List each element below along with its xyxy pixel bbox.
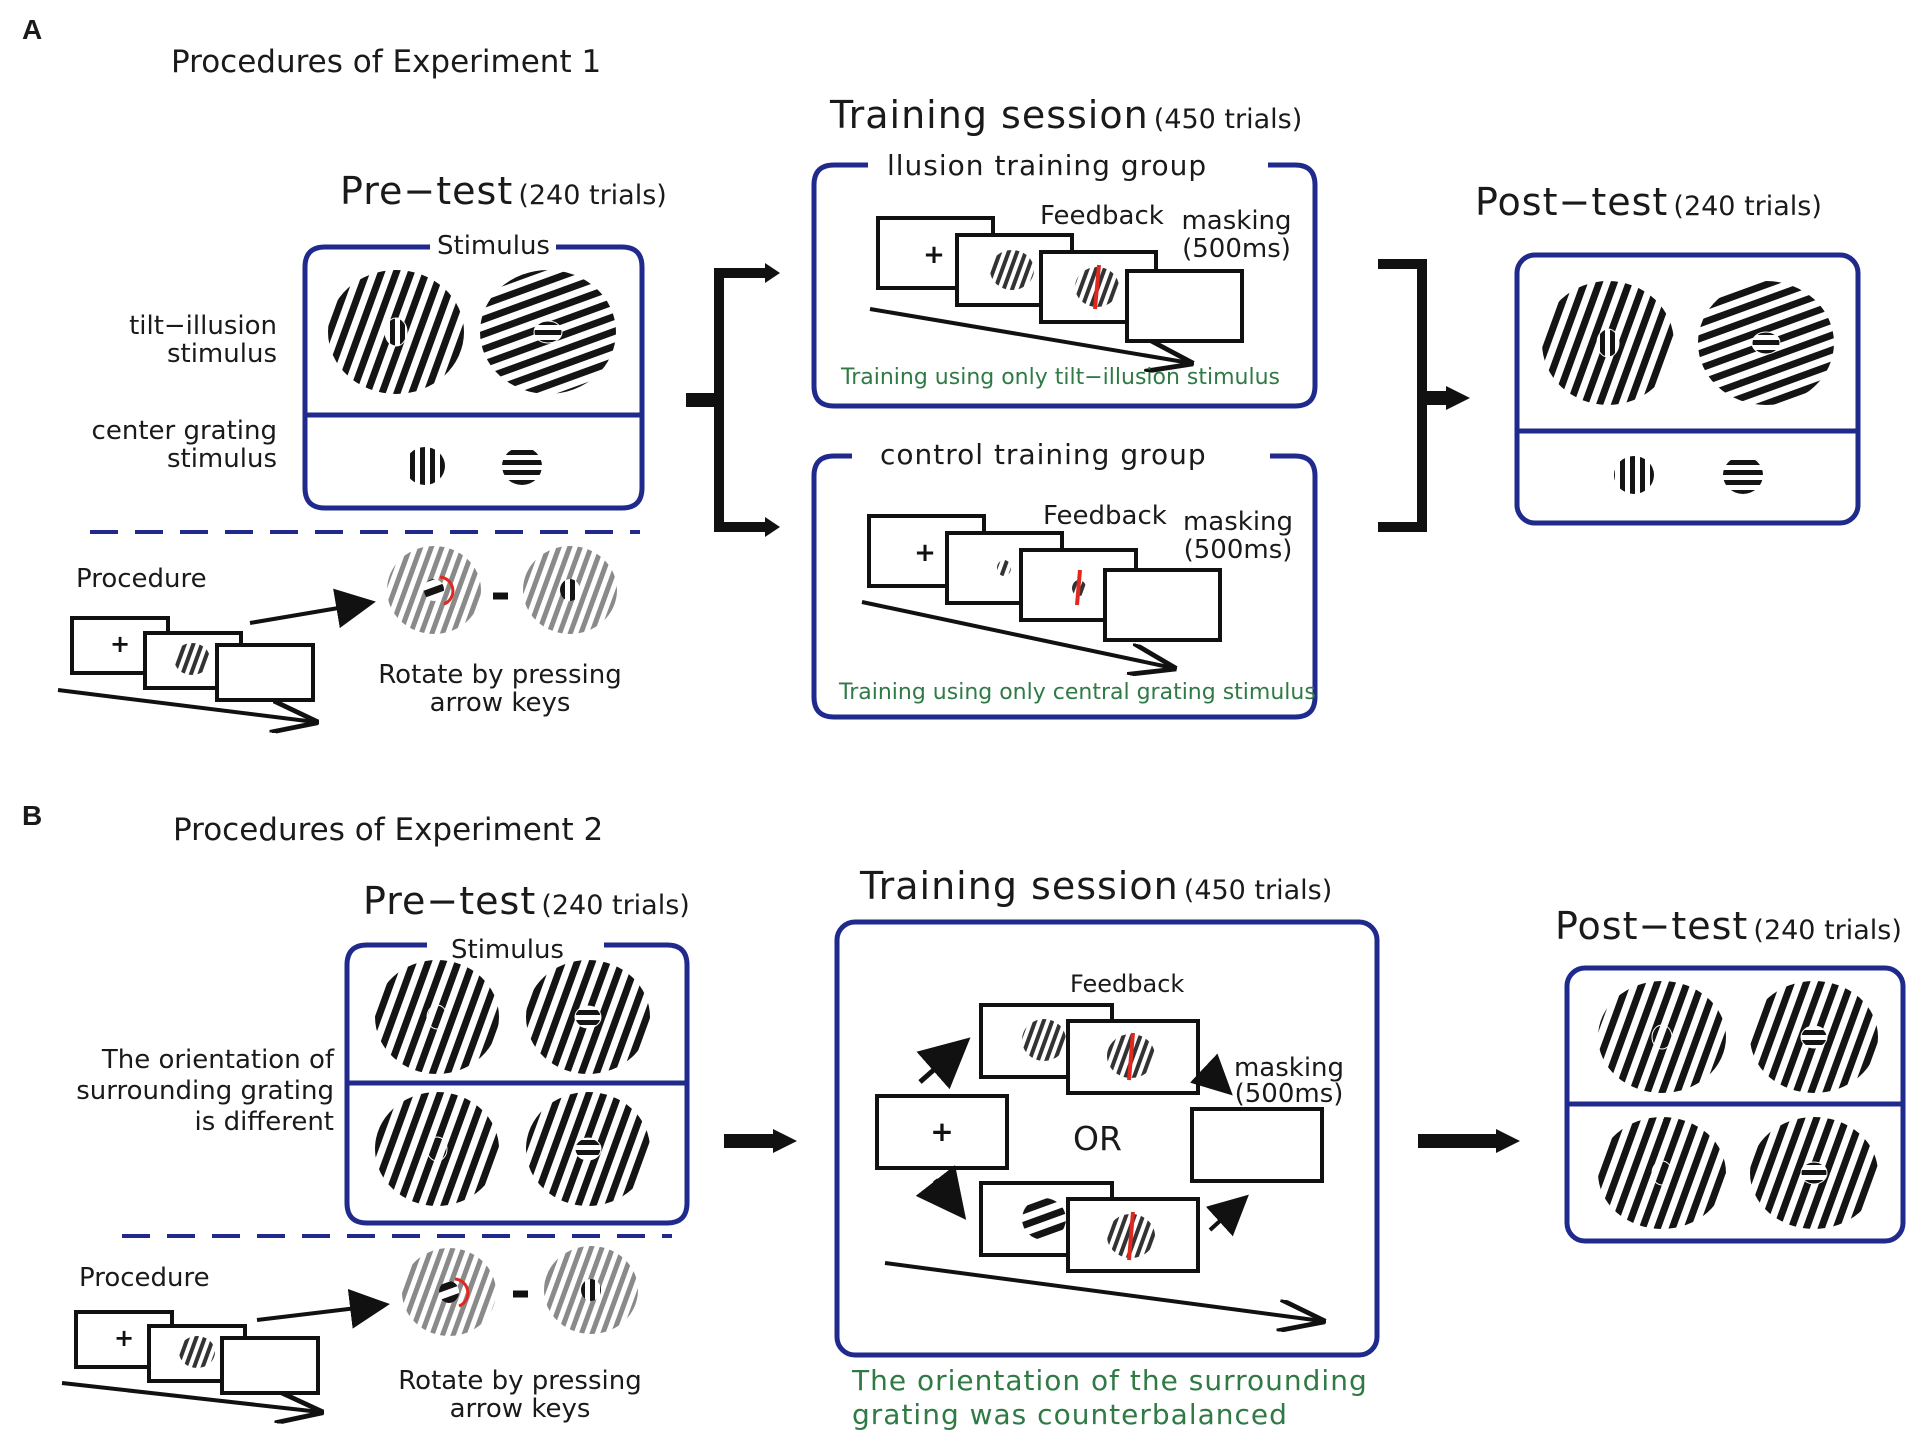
center-grating-label-line1: center grating	[91, 416, 277, 446]
orientation-label-line3: is different	[194, 1107, 334, 1138]
training-b-note: The orientation of the surrounding grati…	[852, 1364, 1368, 1431]
masking-label-a2: masking (500ms)	[1175, 509, 1301, 563]
posttest-b-trials: (240 trials)	[1753, 915, 1902, 946]
pretest-a-frame	[302, 244, 645, 511]
arrow-icon	[249, 588, 376, 629]
feedback-label-b: Feedback	[1070, 970, 1185, 998]
plus-icon: +	[914, 538, 936, 568]
plus-icon: +	[930, 1115, 953, 1148]
tilt-illusion-label: tilt−illusion stimulus	[90, 313, 277, 367]
time-arrow-a	[57, 688, 315, 722]
procedure-a-screens: +	[57, 546, 617, 722]
training-b-note-line1: The orientation of the surrounding	[852, 1364, 1368, 1397]
time-arrow-b2	[884, 1261, 1322, 1321]
control-group-note: Training using only central grating stim…	[839, 680, 1316, 705]
stimulus-label-a: Stimulus	[437, 231, 550, 261]
procedure-label-b: Procedure	[79, 1263, 210, 1293]
feedback-label-a2: Feedback	[1043, 501, 1167, 531]
rotate-caption-b: Rotate by pressing arrow keys	[380, 1368, 660, 1422]
center-grating-label-line2: stimulus	[166, 444, 277, 474]
illusion-training-frame: +	[811, 162, 1318, 409]
brace-icon	[686, 263, 780, 537]
feedback-label-a1: Feedback	[1040, 201, 1164, 231]
pretest-a-trials: (240 trials)	[518, 180, 667, 211]
pretest-a-heading: Pre−test	[340, 169, 514, 213]
rotate-caption-a-line2: arrow keys	[429, 688, 571, 718]
masking-label-b-line1: masking	[1233, 1053, 1345, 1083]
procedure-label-a: Procedure	[76, 564, 207, 594]
training-b-heading: Training session	[860, 864, 1179, 908]
stimulus-label-b: Stimulus	[451, 935, 564, 965]
posttest-a-title: Post−test (240 trials)	[1475, 183, 1822, 221]
masking-label-b-line2: (500ms)	[1234, 1079, 1344, 1109]
time-arrow-a2	[861, 600, 1173, 668]
center-grating-vertical	[405, 447, 445, 485]
illusion-group-note: Training using only tilt−illusion stimul…	[841, 365, 1281, 390]
rotate-caption-a-line1: Rotate by pressing	[378, 660, 622, 690]
procedure-b-screens: +	[61, 1246, 638, 1412]
time-arrow-a1	[869, 307, 1190, 363]
posttest-b-heading: Post−test	[1555, 904, 1749, 948]
time-arrow-b	[61, 1381, 320, 1412]
plus-icon: +	[110, 630, 130, 658]
rotate-caption-b-line1: Rotate by pressing	[398, 1366, 642, 1396]
pretest-b-frame	[344, 942, 690, 1226]
posttest-b-frame	[1564, 965, 1906, 1244]
arrow-icon	[1418, 1129, 1520, 1153]
experiment-1-title: Procedures of Experiment 1	[171, 44, 602, 80]
pretest-a-title: Pre−test (240 trials)	[340, 172, 667, 210]
panel-letter-a: A	[22, 14, 43, 45]
tilt-illusion-label-line1: tilt−illusion	[129, 311, 277, 341]
orientation-label-line2: surrounding grating	[76, 1076, 334, 1107]
masking-label-a1-line2: (500ms)	[1182, 234, 1291, 264]
pretest-b-title: Pre−test (240 trials)	[363, 882, 690, 920]
rotate-caption-a: Rotate by pressing arrow keys	[360, 662, 640, 716]
masking-label-a1: masking (500ms)	[1174, 208, 1299, 262]
training-a-trials: (450 trials)	[1153, 104, 1303, 135]
training-b-note-line2: grating was counterbalanced	[852, 1397, 1288, 1431]
orientation-label-b: The orientation of surrounding grating i…	[30, 1045, 334, 1139]
tilt-illusion-label-line2: stimulus	[166, 339, 277, 369]
posttest-b-title: Post−test (240 trials)	[1555, 907, 1902, 945]
bracket-a-right	[1378, 259, 1470, 532]
orientation-label-line1: The orientation of	[101, 1045, 334, 1075]
plus-icon: +	[114, 1324, 134, 1352]
control-training-frame: +	[811, 453, 1318, 720]
posttest-a-frame	[1514, 252, 1861, 526]
masking-label-a2-line1: masking	[1182, 507, 1294, 537]
arrow-icon	[256, 1288, 390, 1329]
pretest-b-trials: (240 trials)	[541, 890, 690, 921]
plus-icon: +	[923, 240, 945, 270]
center-grating-horizontal	[502, 447, 542, 485]
posttest-a-trials: (240 trials)	[1673, 191, 1822, 222]
control-group-title: control training group	[880, 438, 1207, 471]
masking-label-a2-line2: (500ms)	[1183, 535, 1293, 565]
or-label: OR	[1073, 1119, 1122, 1158]
posttest-a-heading: Post−test	[1475, 180, 1669, 224]
training-a-title: Training session (450 trials)	[830, 96, 1302, 134]
panel-b: + +	[61, 919, 1906, 1412]
arrow-icon	[724, 1129, 797, 1153]
masking-label-a1-line1: masking	[1181, 206, 1292, 236]
panel-a: + +	[57, 162, 1861, 722]
training-b-title: Training session (450 trials)	[860, 867, 1332, 905]
center-grating-label: center grating stimulus	[40, 418, 277, 472]
masking-label-b: masking (500ms)	[1230, 1055, 1348, 1107]
training-a-heading: Training session	[830, 93, 1149, 137]
experiment-2-title: Procedures of Experiment 2	[173, 812, 604, 848]
training-b-trials: (450 trials)	[1183, 875, 1333, 906]
pretest-b-heading: Pre−test	[363, 879, 537, 923]
illusion-group-title: llusion training group	[887, 149, 1208, 182]
panel-letter-b: B	[22, 800, 43, 831]
training-b-frame: +	[834, 919, 1380, 1358]
rotate-caption-b-line2: arrow keys	[449, 1394, 591, 1424]
